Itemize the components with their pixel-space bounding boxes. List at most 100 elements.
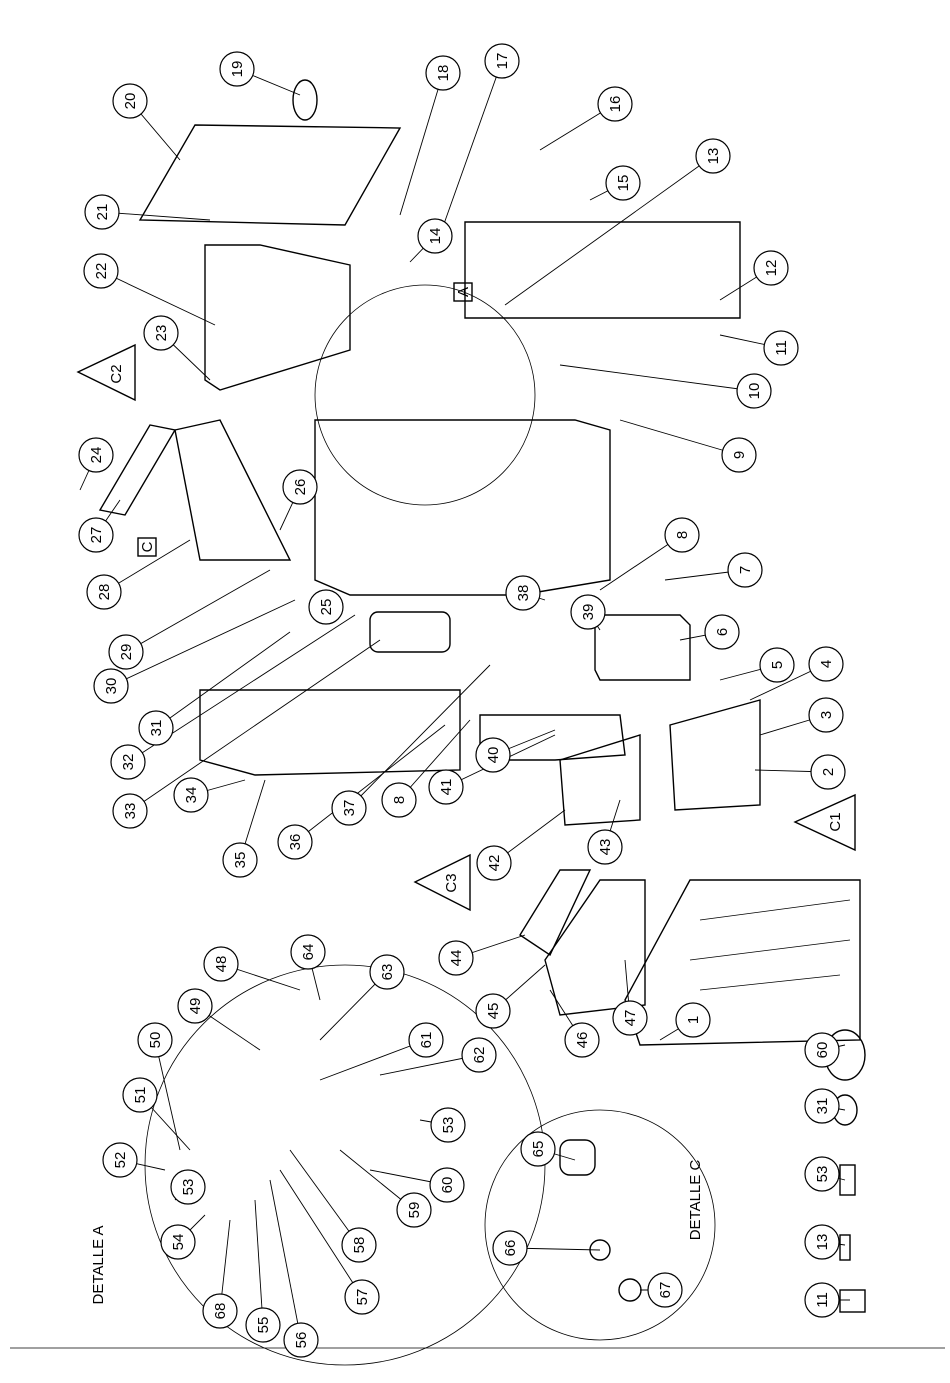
callout-number: 53 xyxy=(180,1179,197,1196)
part-box-6 xyxy=(594,614,691,681)
part-cushion-33 xyxy=(369,611,451,653)
leader-line xyxy=(154,1039,181,1151)
callout-number: 15 xyxy=(615,175,632,192)
callout-number: 29 xyxy=(118,644,135,661)
callout-number: 60 xyxy=(814,1042,831,1059)
callout-circle xyxy=(804,1282,840,1318)
leader-line xyxy=(125,569,271,653)
callout-circle xyxy=(86,574,122,610)
callout-number: 19 xyxy=(229,61,246,78)
callout-bubble: 1 xyxy=(675,1002,711,1038)
leader-line xyxy=(619,419,740,456)
callout-circle xyxy=(597,86,633,122)
leader-line xyxy=(101,211,211,221)
callout-number: 50 xyxy=(147,1032,164,1049)
callout-bubble: 12 xyxy=(753,250,789,286)
callout-bubble: 8 xyxy=(664,517,700,553)
callout-bubble: 21 xyxy=(84,194,120,230)
callout-bubble: 51 xyxy=(122,1077,158,1113)
callout-circle xyxy=(143,315,179,351)
callout-circle xyxy=(170,1169,206,1205)
callout-circle xyxy=(675,1002,711,1038)
callout-circle xyxy=(112,83,148,119)
callout-bubble: 36 xyxy=(277,824,313,860)
callout-bubble: 37 xyxy=(331,790,367,826)
callout-number: 41 xyxy=(438,779,455,796)
callout-number: 8 xyxy=(391,796,408,804)
callout-bubble: 56 xyxy=(283,1322,319,1358)
callout-circle xyxy=(647,1272,683,1308)
callout-number: 44 xyxy=(448,950,465,967)
callout-bubble: 38 xyxy=(505,575,541,611)
callout-circle xyxy=(331,790,367,826)
callout-bubble: 59 xyxy=(396,1192,432,1228)
callout-number: 18 xyxy=(435,65,452,82)
detail-c-label: DETALLE C xyxy=(687,1160,704,1241)
callout-bubble: 22 xyxy=(83,253,119,289)
svg-text:C: C xyxy=(139,541,156,552)
callout-number: 31 xyxy=(148,720,165,737)
callout-bubble: 25 xyxy=(308,589,344,625)
callout-bubble: 47 xyxy=(612,1000,648,1036)
callout-circle xyxy=(160,1224,196,1260)
callout-circle xyxy=(808,646,844,682)
callout-bubble: 64 xyxy=(290,934,326,970)
callout-bubble: 13 xyxy=(695,138,731,174)
callout-circle xyxy=(475,737,511,773)
callout-number: 21 xyxy=(94,204,111,221)
callout-circle xyxy=(110,744,146,780)
leader-line xyxy=(110,599,296,687)
callout-number: 31 xyxy=(814,1098,831,1115)
callout-number: 66 xyxy=(502,1240,519,1257)
section-marker-c: C xyxy=(137,537,157,557)
callout-bubble: 3 xyxy=(808,697,844,733)
callout-number: 28 xyxy=(96,584,113,601)
callout-bubble: 66 xyxy=(492,1230,528,1266)
callout-bubble: 45 xyxy=(475,993,511,1029)
callout-bubble: 28 xyxy=(86,574,122,610)
callout-number: 59 xyxy=(406,1202,423,1219)
part-side-panel-12 xyxy=(464,221,741,319)
callout-bubble: 7 xyxy=(727,552,763,588)
callout-bubble: 14 xyxy=(417,218,453,254)
callout-bubble: 44 xyxy=(438,940,474,976)
section-marker-a: A xyxy=(453,282,473,302)
callout-circle xyxy=(438,940,474,976)
leader-line xyxy=(504,155,714,306)
callout-number: 20 xyxy=(122,93,139,110)
callout-number: 2 xyxy=(820,768,837,776)
callout-bubble: 8 xyxy=(381,782,417,818)
callout-bubble: 5 xyxy=(759,647,795,683)
callout-number: 30 xyxy=(103,678,120,695)
callout-circle xyxy=(475,993,511,1029)
callout-circle xyxy=(428,769,464,805)
callout-bubble: 27 xyxy=(78,517,114,553)
leader-line xyxy=(254,1199,264,1326)
callout-bubble: 63 xyxy=(369,954,405,990)
callout-number: 10 xyxy=(746,383,763,400)
leader-line xyxy=(439,60,503,236)
callout-bubble: 20 xyxy=(112,83,148,119)
callout-bubble: 53 xyxy=(170,1169,206,1205)
callout-number: 32 xyxy=(120,754,137,771)
callout-circle xyxy=(308,589,344,625)
svg-text:C2: C2 xyxy=(108,364,125,383)
callout-circle xyxy=(808,697,844,733)
callout-number: 26 xyxy=(292,479,309,496)
callout-circle xyxy=(93,668,129,704)
callout-number: 40 xyxy=(485,747,502,764)
callout-number: 5 xyxy=(769,661,786,669)
callout-bubble: 42 xyxy=(476,845,512,881)
svg-text:C3: C3 xyxy=(443,873,460,892)
leader-line xyxy=(348,664,491,809)
section-marker-c2: C2 xyxy=(76,343,136,402)
part-top-panel-28 xyxy=(174,419,292,561)
callout-number: 33 xyxy=(122,803,139,820)
callout-circle xyxy=(759,647,795,683)
callout-bubble: 9 xyxy=(721,437,757,473)
callout-bubble: 40 xyxy=(475,737,511,773)
callout-number: 11 xyxy=(773,340,790,356)
callout-bubble: 35 xyxy=(222,842,258,878)
callout-circle xyxy=(564,1022,600,1058)
callout-circle xyxy=(484,43,520,79)
